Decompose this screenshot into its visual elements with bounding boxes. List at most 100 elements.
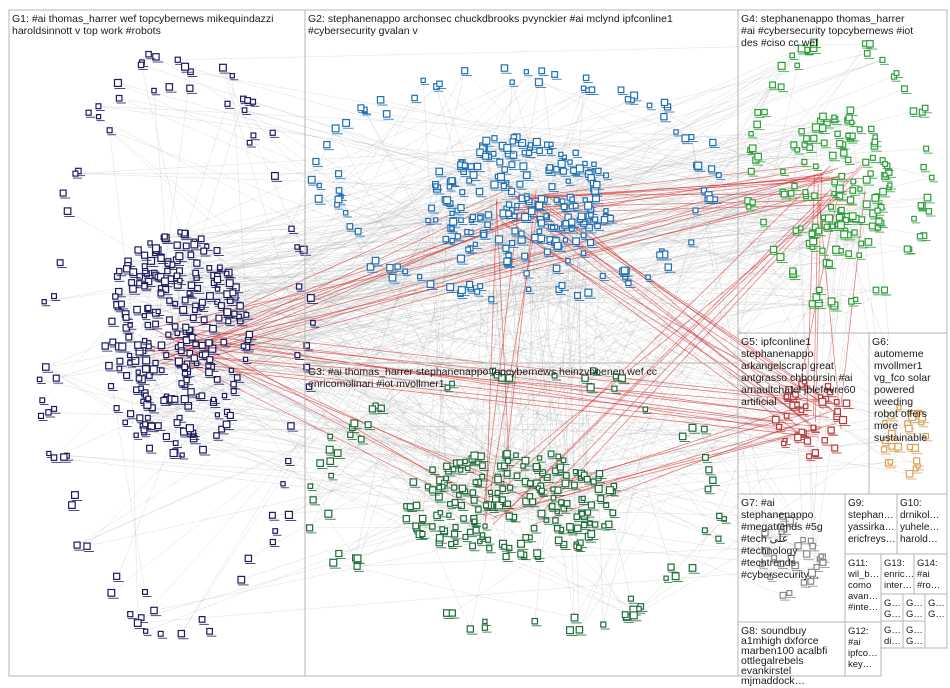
edge [306,258,462,368]
node [501,543,508,550]
node [471,518,478,525]
node [134,341,142,349]
edge [66,455,554,490]
node [812,163,819,170]
edge [173,184,597,454]
node [707,165,716,173]
edge [227,103,492,300]
edge [175,326,310,387]
edge [226,212,346,413]
edge [130,230,846,414]
node [335,187,343,194]
edge [169,319,473,547]
node [819,558,827,566]
node [767,574,774,581]
node [60,453,68,461]
node [201,351,210,359]
node [205,339,213,347]
edge [217,83,440,290]
node [143,628,149,634]
edge [664,221,764,255]
edge [575,88,584,206]
node [354,227,362,235]
group-label-g15: G…G… [884,598,901,620]
node [810,38,818,47]
node [481,624,489,631]
node [458,484,467,493]
node [307,175,316,184]
edge [310,213,874,299]
node [486,545,493,552]
edge [98,106,500,163]
node [500,64,509,72]
node [173,272,181,280]
edge-highlight [528,423,837,502]
node [599,272,606,280]
node [525,286,532,292]
node [177,341,185,349]
node [409,478,418,486]
node [580,232,587,239]
node [412,501,421,510]
edge [126,110,914,318]
edge [526,71,823,251]
node [543,213,549,219]
node [217,264,223,271]
edge [361,383,453,440]
node [465,465,471,472]
node [246,139,253,146]
node [789,52,796,59]
node [520,213,530,222]
node [314,194,323,203]
group-label-g17: G…di… [884,625,901,647]
node [671,572,680,581]
node [522,533,530,541]
edge [512,82,553,228]
edge [483,146,827,227]
node [591,194,600,203]
node [316,459,324,467]
label-line: G2: stephanenappo archonsec chuckdbrooks… [308,13,673,25]
edge [558,246,914,414]
node [125,333,133,341]
node [903,245,911,253]
node [285,457,292,465]
node [880,286,888,294]
edge [389,267,505,547]
node [161,233,168,240]
node [887,182,893,188]
node [491,135,498,142]
node [909,107,918,115]
label-line: yuhele… [900,522,939,533]
edge [513,154,843,218]
label-line: G9: [848,498,864,509]
node [505,512,513,520]
node [536,455,543,461]
edge [552,185,795,490]
node [580,250,587,256]
node [812,293,821,302]
node [587,530,596,539]
node [115,267,123,275]
node [513,472,521,480]
node [456,492,462,498]
label-line: haroldsinnott v top work #robots [12,25,161,37]
node [838,248,844,254]
node [39,397,46,404]
node [761,529,769,537]
node [63,207,72,215]
node [806,144,814,151]
node [816,286,823,294]
node [538,469,546,477]
node [152,359,159,367]
node [394,263,401,270]
node [442,235,450,243]
node [429,523,436,530]
node [777,83,785,91]
label-line: mvollmer1 [874,360,923,372]
edge [127,261,794,275]
edge [780,86,823,129]
node [820,139,828,147]
edge [589,422,922,524]
